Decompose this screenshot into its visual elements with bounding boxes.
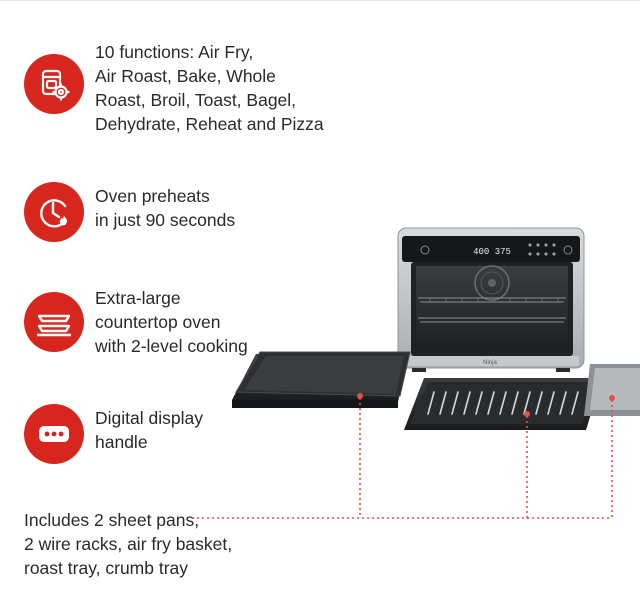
oven: Ninja 400 375 <box>397 227 585 372</box>
top-divider <box>0 0 640 1</box>
feature-functions: 10 functions: Air Fry, Air Roast, Bake, … <box>24 40 325 136</box>
clock-flame-icon <box>24 182 84 242</box>
feature-preheat: Oven preheats in just 90 seconds <box>24 182 325 242</box>
feature-two-level: Extra-large countertop oven with 2-level… <box>24 286 325 358</box>
feature-display: Digital display handle <box>24 404 325 464</box>
feature-functions-text: 10 functions: Air Fry, Air Roast, Bake, … <box>95 42 324 134</box>
digital-display-icon <box>24 404 84 464</box>
sheet-pans <box>232 351 411 408</box>
feature-preheat-text: Oven preheats in just 90 seconds <box>95 186 236 230</box>
oven-display-readout: 400 375 <box>473 247 511 257</box>
feature-two-level-text: Extra-large countertop oven with 2-level… <box>95 288 248 356</box>
feature-display-text: Digital display handle <box>95 408 203 452</box>
leader-dots <box>357 393 615 417</box>
air-fryer-gear-icon <box>24 54 84 114</box>
two-level-oven-icon <box>24 292 84 352</box>
oven-brand: Ninja <box>483 360 497 366</box>
air-fry-basket <box>404 378 602 430</box>
includes-text: Includes 2 sheet pans, 2 wire racks, air… <box>24 510 233 578</box>
crumb-tray <box>584 364 640 416</box>
